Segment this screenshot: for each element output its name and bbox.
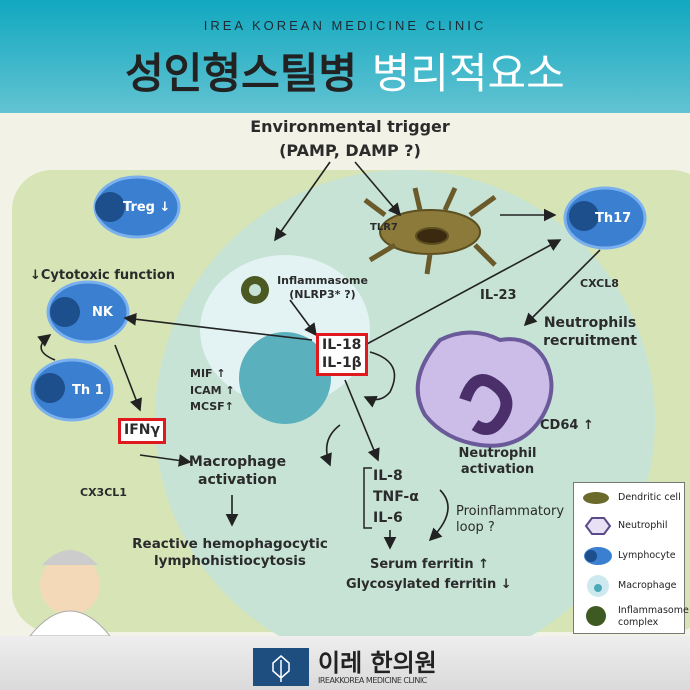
clinic-name-en: IREAKKOREA MEDICINE CLINIC [318, 676, 427, 685]
title-dark: 성인형스틸병 [125, 49, 357, 98]
cxcl8-label: CXCL8 [580, 277, 619, 290]
glyco-ferritin-label: Glycosylated ferritin ↓ [346, 577, 512, 592]
macrophage-icon [587, 575, 609, 597]
dendritic-cell-icon [583, 492, 609, 504]
nk-label: NK [92, 305, 113, 320]
il23-label: IL-23 [480, 288, 517, 303]
legend-icons [583, 492, 612, 626]
neutrophil-nucleus [459, 374, 513, 435]
arrows [37, 161, 601, 550]
clinic-subtitle: IREA KOREAN MEDICINE CLINIC [203, 18, 487, 33]
nk-cell [46, 280, 130, 344]
legend-dendritic: Dendritic cell [618, 492, 681, 503]
markers-label: MIF ↑ICAM ↑MCSF↑ [190, 367, 235, 413]
title-light: 병리적요소 [371, 49, 565, 98]
page-title: 성인형스틸병 병리적요소 [0, 40, 690, 101]
inflammasome-icon [586, 606, 606, 626]
treg-nucleus [95, 192, 125, 222]
dendritic-cell [363, 186, 497, 275]
footer [0, 636, 690, 690]
lymphocyte-icon [584, 547, 612, 565]
trigger-sub-label: (PAMP, DAMP ?) [279, 141, 421, 160]
serum-ferritin-label: Serum ferritin ↑ [370, 557, 490, 572]
macrophage-nucleus [239, 332, 331, 424]
legend: Dendritic cell Neutrophil Lymphocyte Mac… [573, 482, 689, 634]
inflammasome-label: Inflammasome(NLRP3* ?) [277, 274, 368, 301]
ifng-label: IFNγ [118, 418, 167, 444]
tlr7-label: TLR7 [370, 222, 398, 233]
cytotoxic-label: ↓Cytotoxic function [30, 268, 175, 283]
neutrophil-icon [584, 517, 612, 535]
cx3cl1-label: CX3CL1 [80, 486, 127, 499]
th17-label: Th17 [595, 211, 632, 226]
legend-inflammasome: Inflammasome complex [618, 605, 689, 629]
doctor-face [40, 555, 100, 615]
clinic-logo [253, 648, 309, 686]
legend-lymphocyte: Lymphocyte [618, 550, 676, 561]
cd64-label: CD64 ↑ [540, 418, 594, 433]
clinic-name-ko: 이레 한의원 [318, 649, 437, 677]
treg-label: Treg ↓ [123, 200, 171, 215]
trigger-label: Environmental trigger [250, 117, 450, 136]
legend-neutrophil: Neutrophil [618, 520, 668, 531]
legend-macrophage: Macrophage [618, 580, 677, 591]
inflammasome-shape [241, 276, 269, 304]
header: IREA KOREAN MEDICINE CLINIC 성인형스틸병 병리적요소 [0, 0, 690, 113]
neutrophil-cell [415, 330, 554, 448]
th1-label: Th 1 [72, 383, 104, 398]
